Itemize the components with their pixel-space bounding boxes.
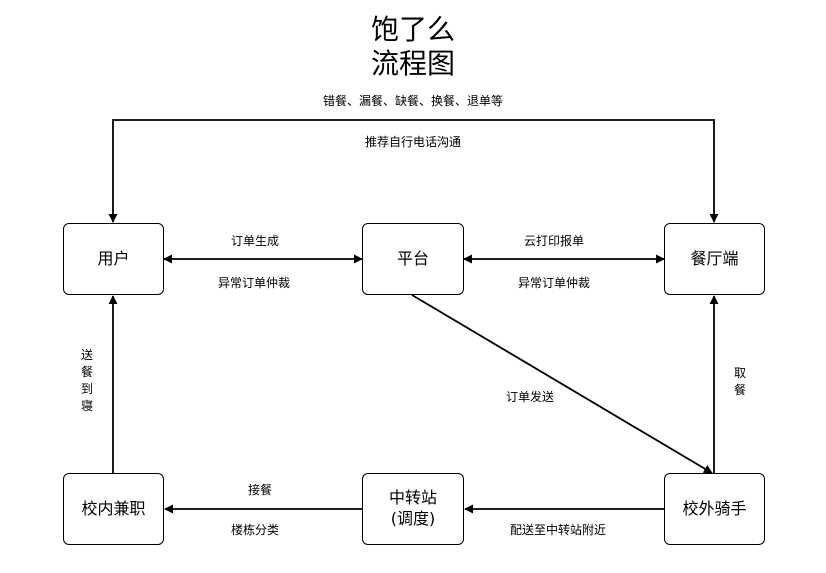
node-user-label: 用户 xyxy=(97,248,130,268)
label-top-issue: 错餐、漏餐、缺餐、换餐、退单等 xyxy=(322,94,503,108)
node-platform[interactable]: 平台 xyxy=(362,223,464,295)
label-deliver-char: 到 xyxy=(80,382,93,396)
node-rider-label: 校外骑手 xyxy=(682,498,747,518)
label-rider-transfer: 配送至中转站附近 xyxy=(510,523,607,537)
label-deliver-char: 寝 xyxy=(80,399,93,413)
label-platform-restaurant-top: 云打印报单 xyxy=(524,234,585,248)
label-platform-rider: 订单发送 xyxy=(506,390,555,404)
node-transfer-sublabel: (调度) xyxy=(390,509,436,528)
node-transfer-station[interactable]: 中转站 (调度) xyxy=(362,473,464,545)
node-restaurant-label: 餐厅端 xyxy=(690,248,739,268)
node-user[interactable]: 用户 xyxy=(63,223,164,295)
node-transfer-label: 中转站 xyxy=(388,488,437,508)
label-pickup: 取 餐 xyxy=(733,365,747,399)
label-platform-restaurant-bottom: 异常订单仲裁 xyxy=(518,276,591,290)
node-campus-parttime[interactable]: 校内兼职 xyxy=(63,473,164,545)
label-pickup-char: 取 xyxy=(733,366,746,380)
diagram-title-line1: 饱了么 xyxy=(370,13,455,46)
node-restaurant[interactable]: 餐厅端 xyxy=(664,223,765,295)
edge-platform-rider xyxy=(411,294,713,474)
node-rider[interactable]: 校外骑手 xyxy=(664,473,765,545)
label-transfer-parttime-top: 接餐 xyxy=(248,483,273,497)
label-transfer-parttime-bottom: 楼栋分类 xyxy=(231,523,280,537)
label-user-platform-bottom: 异常订单仲裁 xyxy=(218,276,291,290)
label-deliver-to-dorm: 送 餐 到 寝 xyxy=(80,347,94,415)
label-pickup-char: 餐 xyxy=(733,383,746,397)
label-deliver-char: 送 xyxy=(80,348,93,362)
node-platform-label: 平台 xyxy=(396,248,429,268)
label-deliver-char: 餐 xyxy=(80,365,93,379)
label-user-platform-top: 订单生成 xyxy=(231,234,280,248)
edge-top-loop xyxy=(108,119,719,223)
label-top-recommend: 推荐自行电话沟通 xyxy=(364,135,461,149)
diagram-title-line2: 流程图 xyxy=(370,47,455,80)
node-campus-parttime-label: 校内兼职 xyxy=(81,498,146,518)
